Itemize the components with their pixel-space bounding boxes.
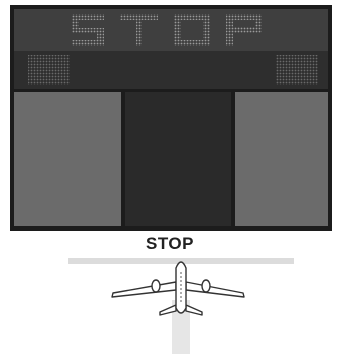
stop-caption: STOP bbox=[0, 234, 340, 254]
center-channel bbox=[125, 92, 231, 226]
dot-matrix-display bbox=[14, 9, 328, 51]
right-lamp-cluster bbox=[276, 55, 318, 85]
left-lamp-cluster bbox=[28, 55, 70, 85]
left-side-panel bbox=[14, 92, 121, 226]
right-side-panel bbox=[235, 92, 328, 226]
airplane-top-view-icon bbox=[112, 262, 244, 315]
